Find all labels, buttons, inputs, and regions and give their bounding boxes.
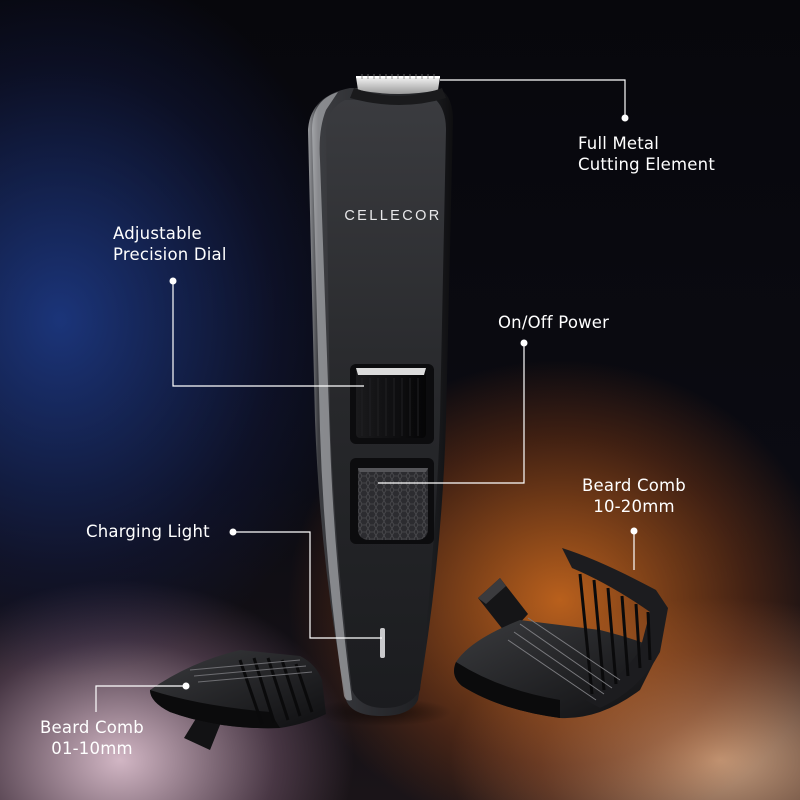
callout-comb-short-line1: Beard Comb: [40, 718, 144, 737]
brand-logo: CELLECOR: [344, 208, 441, 224]
callout-lines: [95, 79, 635, 712]
callout-comb-short: Beard Comb 01-10mm: [22, 717, 162, 759]
callout-line-precision-dial: [172, 281, 364, 387]
callout-power-button: On/Off Power: [498, 312, 609, 333]
callout-comb-short-line2: 01-10mm: [51, 739, 133, 758]
precision-dial: [350, 364, 434, 444]
callout-line-power-button: [378, 343, 525, 484]
callout-cutting-element: Full Metal Cutting Element: [578, 133, 715, 175]
callout-comb-long: Beard Comb 10-20mm: [574, 475, 694, 517]
callout-cutting-element-line2: Cutting Element: [578, 155, 715, 174]
callout-comb-long-line1: Beard Comb: [582, 476, 686, 495]
beard-comb-short: [150, 650, 326, 750]
callout-dots: [169, 114, 638, 690]
callout-precision-dial-line1: Adjustable: [113, 224, 202, 243]
callout-precision-dial-line2: Precision Dial: [113, 245, 227, 264]
callout-power-button-line1: On/Off Power: [498, 313, 610, 332]
charging-led: [380, 628, 385, 658]
callout-charging-light: Charging Light: [86, 521, 210, 542]
callout-line-cutting-element: [440, 79, 626, 118]
callout-line-comb-short: [95, 685, 186, 712]
callout-cutting-element-line1: Full Metal: [578, 134, 660, 153]
callout-comb-long-line2: 10-20mm: [593, 497, 675, 516]
callout-line-charging-light: [233, 531, 382, 639]
power-button: [350, 458, 434, 544]
callout-precision-dial: Adjustable Precision Dial: [113, 223, 227, 265]
cutting-blade: [350, 74, 446, 105]
beard-comb-long: [454, 548, 668, 719]
callout-charging-light-line1: Charging Light: [86, 522, 210, 541]
